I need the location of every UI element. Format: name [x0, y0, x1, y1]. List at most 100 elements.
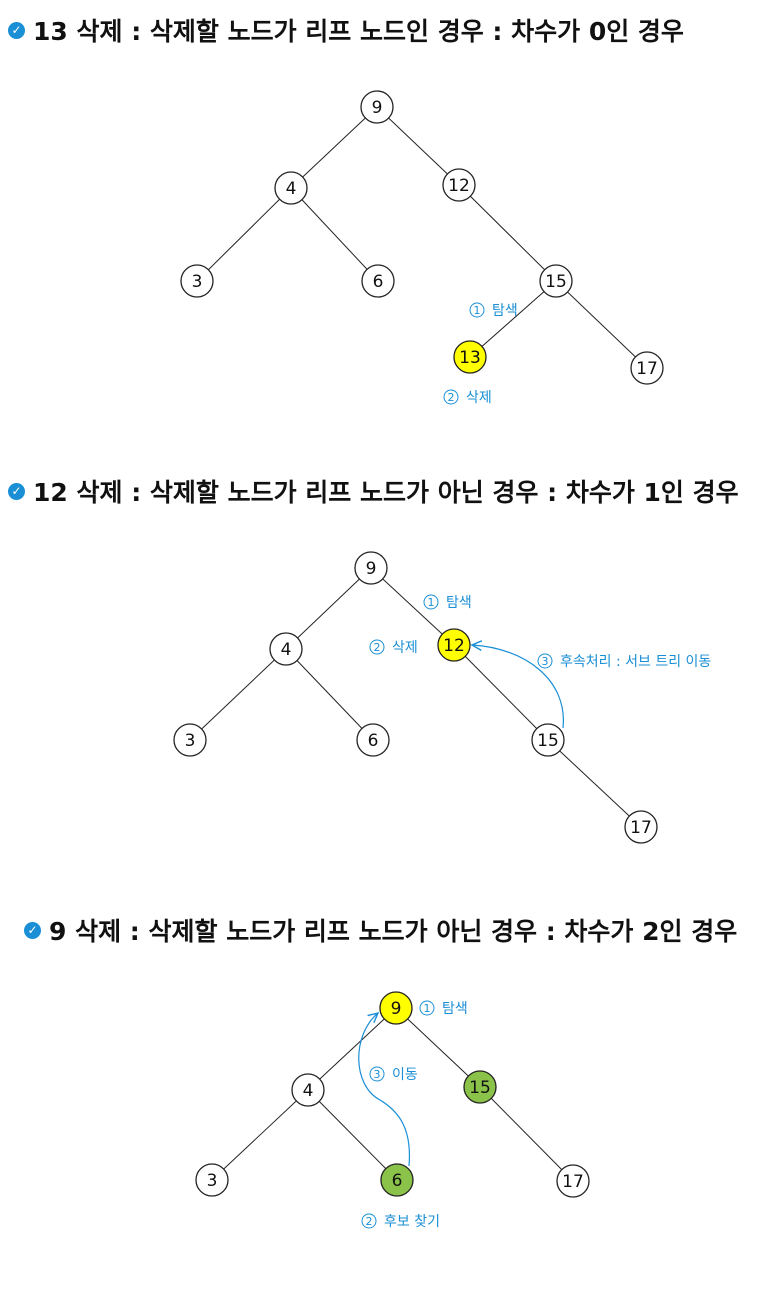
tree-node-12-deleted: 12 — [437, 628, 471, 662]
annotation-candidate-text: 후보 찾기 — [384, 1214, 440, 1230]
edge-4-3 — [211, 1089, 309, 1181]
annotation-delete-text: 삭제 — [392, 640, 418, 656]
edge-9-4 — [290, 106, 378, 189]
edge-15-17 — [555, 280, 648, 369]
annotation-post-process: 3 후속처리 : 서브 트리 이동 — [537, 653, 711, 670]
annotation-move: 3 이동 — [369, 1066, 418, 1083]
annotation-move-text: 이동 — [392, 1067, 418, 1083]
node-9-label: 9 — [366, 559, 377, 579]
node-12-label: 12 — [448, 176, 470, 196]
section-2-title-row: ✓ 12 삭제 : 삭제할 노드가 리프 노드가 아닌 경우 : 차수가 1인 … — [8, 473, 739, 509]
candidate-move-arrow — [358, 1013, 411, 1167]
tree-node-9-deleted: 9 — [379, 991, 413, 1025]
tree-node-9: 9 — [354, 551, 388, 585]
node-17-label: 17 — [562, 1172, 584, 1192]
tree-node-6: 6 — [356, 723, 390, 757]
annotation-delete: 2 삭제 — [443, 389, 492, 406]
node-3-label: 3 — [192, 272, 203, 292]
section-1-title-row: ✓ 13 삭제 : 삭제할 노드가 리프 노드인 경우 : 차수가 0인 경우 — [8, 12, 684, 48]
node-9-label: 9 — [391, 999, 402, 1019]
edge-4-6 — [285, 648, 374, 741]
annotation-search-text: 탐색 — [492, 303, 518, 319]
tree-node-15-candidate: 15 — [463, 1070, 497, 1104]
annotation-search-number: 1 — [424, 1002, 431, 1015]
node-6-label: 6 — [392, 1171, 403, 1191]
annotation-search-text: 탐색 — [446, 595, 472, 611]
node-6-label: 6 — [373, 272, 384, 292]
annotation-delete-number: 2 — [448, 391, 455, 404]
tree-node-17: 17 — [556, 1164, 590, 1198]
tree-node-3: 3 — [195, 1163, 229, 1197]
edge-9-12 — [376, 106, 460, 186]
node-3-label: 3 — [207, 1171, 218, 1191]
edge-9-4 — [307, 1007, 397, 1091]
edge-4-3 — [189, 648, 287, 741]
section-3-tree-diagram: 9 4 15 3 6 17 1 탐색 3 이동 2 후보 찾기 — [195, 991, 590, 1230]
tree-node-13-deleted: 13 — [453, 340, 487, 374]
node-3-label: 3 — [185, 731, 196, 751]
annotation-candidate-number: 2 — [366, 1215, 373, 1228]
edge-15-17 — [479, 1086, 574, 1182]
node-17-label: 17 — [630, 818, 652, 838]
tree-edges — [189, 567, 642, 828]
check-circle-icon: ✓ — [8, 482, 25, 500]
edge-12-15 — [453, 644, 549, 741]
edge-4-3 — [196, 187, 292, 282]
annotation-candidate: 2 후보 찾기 — [361, 1213, 440, 1230]
annotation-search: 1 탐색 — [423, 594, 472, 611]
tree-node-17: 17 — [630, 351, 664, 385]
check-circle-icon: ✓ — [24, 921, 41, 939]
section-2-title: 12 삭제 : 삭제할 노드가 리프 노드가 아닌 경우 : 차수가 1인 경우 — [33, 478, 739, 507]
tree-node-3: 3 — [180, 264, 214, 298]
annotation-post-process-number: 3 — [542, 655, 549, 668]
section-3-title-row: ✓ 9 삭제 : 삭제할 노드가 리프 노드가 아닌 경우 : 차수가 2인 경… — [24, 912, 737, 948]
tree-node-6-candidate: 6 — [380, 1163, 414, 1197]
tree-node-3: 3 — [173, 723, 207, 757]
check-circle-icon: ✓ — [8, 21, 25, 39]
section-1-tree-diagram: 9 4 12 3 6 15 13 17 1 탐색 2 삭제 — [180, 90, 664, 406]
node-4-label: 4 — [303, 1081, 314, 1101]
node-9-label: 9 — [372, 98, 383, 118]
edge-9-4 — [285, 567, 372, 650]
subtree-move-arrow — [472, 645, 564, 729]
tree-edges — [196, 106, 648, 369]
node-15-label: 15 — [545, 272, 567, 292]
tree-node-6: 6 — [361, 264, 395, 298]
edge-9-12 — [370, 567, 455, 646]
annotation-search: 1 탐색 — [469, 302, 518, 319]
annotation-search-number: 1 — [474, 304, 481, 317]
node-13-label: 13 — [459, 348, 481, 368]
edge-4-6 — [307, 1089, 398, 1181]
edge-15-13 — [469, 280, 557, 358]
node-15-label: 15 — [469, 1078, 491, 1098]
annotation-delete-text: 삭제 — [466, 390, 492, 406]
annotation-post-process-text: 후속처리 : 서브 트리 이동 — [560, 654, 711, 670]
annotation-search: 1 탐색 — [419, 1000, 468, 1017]
node-4-label: 4 — [286, 179, 297, 199]
annotation-move-number: 3 — [374, 1068, 381, 1081]
tree-node-15: 15 — [531, 723, 565, 757]
edge-12-15 — [458, 184, 557, 282]
tree-node-17: 17 — [624, 810, 658, 844]
node-6-label: 6 — [368, 731, 379, 751]
annotation-delete-number: 2 — [374, 641, 381, 654]
edge-15-17 — [547, 739, 642, 828]
section-3-title: 9 삭제 : 삭제할 노드가 리프 노드가 아닌 경우 : 차수가 2인 경우 — [49, 917, 738, 946]
tree-edges — [211, 1007, 574, 1182]
node-15-label: 15 — [537, 731, 559, 751]
tree-node-4: 4 — [291, 1073, 325, 1107]
node-17-label: 17 — [636, 359, 658, 379]
node-12-label: 12 — [443, 636, 465, 656]
annotation-search-number: 1 — [428, 596, 435, 609]
tree-node-15: 15 — [539, 264, 573, 298]
tree-node-4: 4 — [274, 171, 308, 205]
node-4-label: 4 — [281, 640, 292, 660]
edge-9-15 — [395, 1007, 481, 1088]
edge-4-6 — [290, 187, 379, 282]
tree-node-12: 12 — [442, 168, 476, 202]
annotation-search-text: 탐색 — [442, 1001, 468, 1017]
section-1-title: 13 삭제 : 삭제할 노드가 리프 노드인 경우 : 차수가 0인 경우 — [33, 17, 684, 46]
section-2-tree-diagram: 9 4 12 3 6 15 17 1 탐색 2 삭제 3 후속처리 : 서브 트… — [173, 551, 711, 844]
tree-node-4: 4 — [269, 632, 303, 666]
annotation-delete: 2 삭제 — [369, 639, 418, 656]
